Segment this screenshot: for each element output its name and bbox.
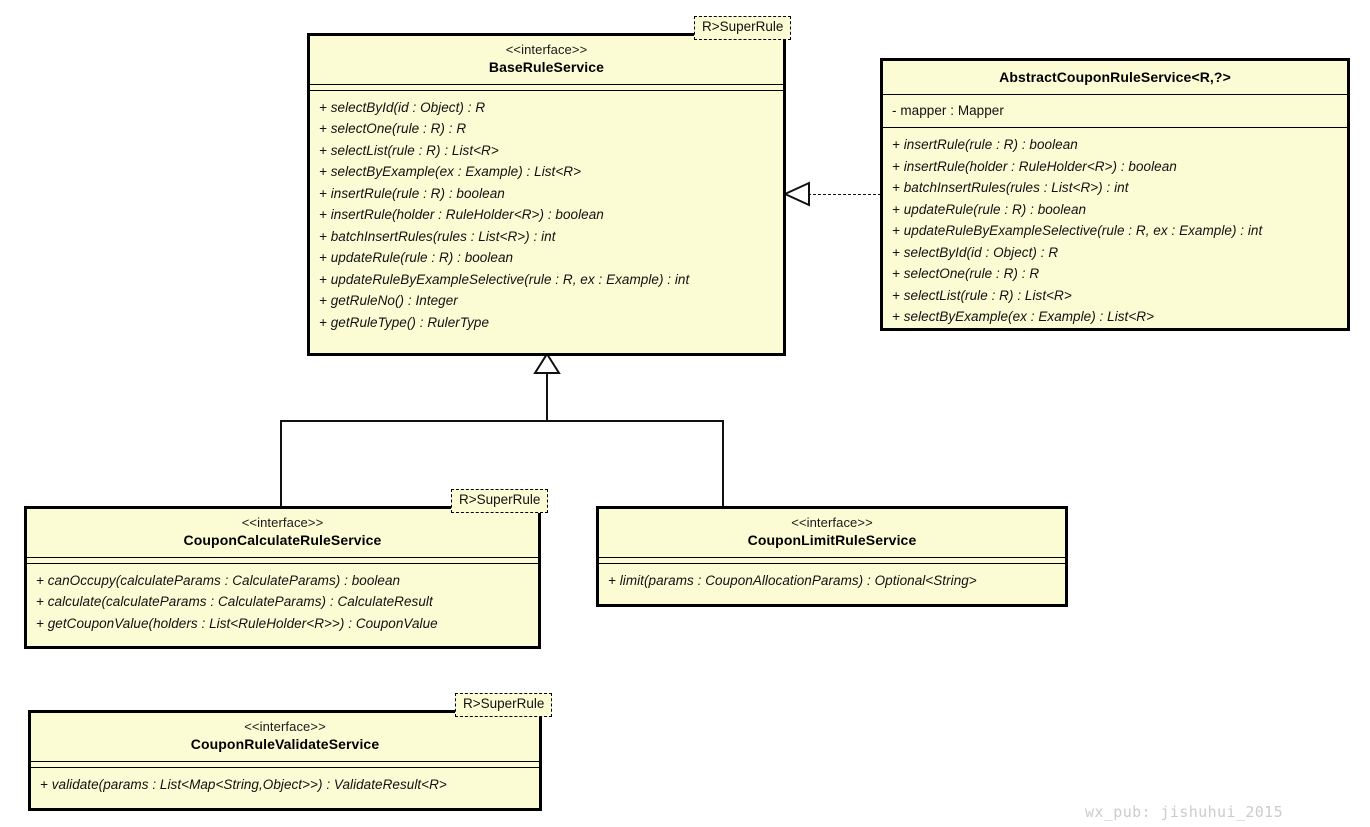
class-header-base-rule-service: <<interface>> BaseRuleService [310, 36, 783, 84]
method-item: + getRuleType() : RulerType [319, 314, 490, 330]
methods-compartment: + limit(params : CouponAllocationParams)… [599, 564, 1065, 600]
generalization-stem [546, 371, 548, 421]
generalization-hollow-triangle [533, 353, 561, 374]
method-item: + selectOne(rule : R) : R [892, 266, 1040, 282]
attributes-compartment: - mapper : Mapper [883, 93, 1347, 129]
class-header-coupon-calculate-rule-service: <<interface>> CouponCalculateRuleService [27, 509, 538, 557]
type-parameter-tag-coupon-rule-validate-service: R>SuperRule [455, 693, 553, 717]
class-name-label: BaseRuleService [488, 58, 605, 75]
empty-attributes-compartment [27, 556, 538, 564]
class-box-base-rule-service[interactable]: <<interface>> BaseRuleService + selectBy… [307, 33, 786, 356]
method-item: + getCouponValue(holders : List<RuleHold… [36, 615, 438, 631]
class-box-coupon-calculate-rule-service[interactable]: <<interface>> CouponCalculateRuleService… [24, 506, 541, 649]
method-item: + selectList(rule : R) : List<R> [319, 142, 499, 158]
method-item: + updateRuleByExampleSelective(rule : R,… [319, 271, 690, 287]
class-name-label: CouponCalculateRuleService [183, 531, 382, 548]
empty-attributes-compartment [31, 760, 539, 768]
method-item: + insertRule(holder : RuleHolder<R>) : b… [319, 207, 604, 223]
method-item: + batchInsertRules(rules : List<R>) : in… [319, 228, 556, 244]
methods-compartment: + insertRule(rule : R) : boolean + inser… [883, 128, 1347, 336]
realization-dashed-line [808, 194, 881, 195]
method-item: + insertRule(holder : RuleHolder<R>) : b… [892, 158, 1177, 174]
method-item: + selectByExample(ex : Example) : List<R… [892, 309, 1155, 325]
attribute-item: - mapper : Mapper [892, 102, 1004, 118]
generalization-branch-left [280, 420, 282, 508]
stereotype-label: <<interface>> [244, 719, 326, 734]
methods-compartment: + canOccupy(calculateParams : CalculateP… [27, 564, 538, 643]
watermark-text: wx_pub: jishuhui_2015 [1085, 803, 1284, 821]
method-item: + selectByExample(ex : Example) : List<R… [319, 164, 582, 180]
class-name-label: CouponRuleValidateService [190, 735, 380, 752]
type-parameter-tag-coupon-calculate-rule-service: R>SuperRule [451, 489, 549, 513]
empty-attributes-compartment [599, 556, 1065, 564]
method-item: + validate(params : List<Map<String,Obje… [40, 776, 447, 792]
stereotype-label: <<interface>> [505, 42, 588, 57]
type-parameter-tag-base-rule-service: R>SuperRule [694, 16, 792, 40]
method-item: + getRuleNo() : Integer [319, 293, 458, 309]
method-item: + canOccupy(calculateParams : CalculateP… [36, 572, 401, 588]
class-header-coupon-limit-rule-service: <<interface>> CouponLimitRuleService [599, 509, 1065, 557]
stereotype-label: <<interface>> [241, 515, 324, 530]
method-item: + updateRule(rule : R) : boolean [319, 250, 514, 266]
method-item: + calculate(calculateParams : CalculateP… [36, 594, 433, 610]
class-box-coupon-rule-validate-service[interactable]: <<interface>> CouponRuleValidateService … [28, 710, 542, 811]
class-box-coupon-limit-rule-service[interactable]: <<interface>> CouponLimitRuleService + l… [596, 506, 1068, 607]
empty-attributes-compartment [310, 83, 783, 91]
method-item: + updateRuleByExampleSelective(rule : R,… [892, 223, 1263, 239]
generalization-crossbar [280, 420, 723, 422]
method-item: + insertRule(rule : R) : boolean [892, 137, 1078, 153]
class-box-abstract-coupon-rule-service[interactable]: AbstractCouponRuleService<R,?> - mapper … [880, 58, 1350, 331]
generalization-branch-right [722, 420, 724, 508]
stereotype-label: <<interface>> [791, 515, 873, 530]
method-item: + selectList(rule : R) : List<R> [892, 287, 1072, 303]
class-header-abstract-coupon-rule-service: AbstractCouponRuleService<R,?> [883, 61, 1347, 94]
methods-compartment: + validate(params : List<Map<String,Obje… [31, 768, 539, 804]
class-name-label: CouponLimitRuleService [747, 531, 917, 548]
method-item: + insertRule(rule : R) : boolean [319, 185, 505, 201]
method-item: + batchInsertRules(rules : List<R>) : in… [892, 180, 1129, 196]
method-item: + updateRule(rule : R) : boolean [892, 201, 1087, 217]
method-item: + limit(params : CouponAllocationParams)… [608, 572, 977, 588]
class-name-label: AbstractCouponRuleService<R,?> [999, 69, 1231, 85]
class-header-coupon-rule-validate-service: <<interface>> CouponRuleValidateService [31, 713, 539, 761]
method-item: + selectOne(rule : R) : R [319, 121, 467, 137]
methods-compartment: + selectById(id : Object) : R + selectOn… [310, 91, 783, 342]
method-item: + selectById(id : Object) : R [892, 244, 1059, 260]
method-item: + selectById(id : Object) : R [319, 99, 486, 115]
realization-hollow-triangle [784, 181, 810, 207]
